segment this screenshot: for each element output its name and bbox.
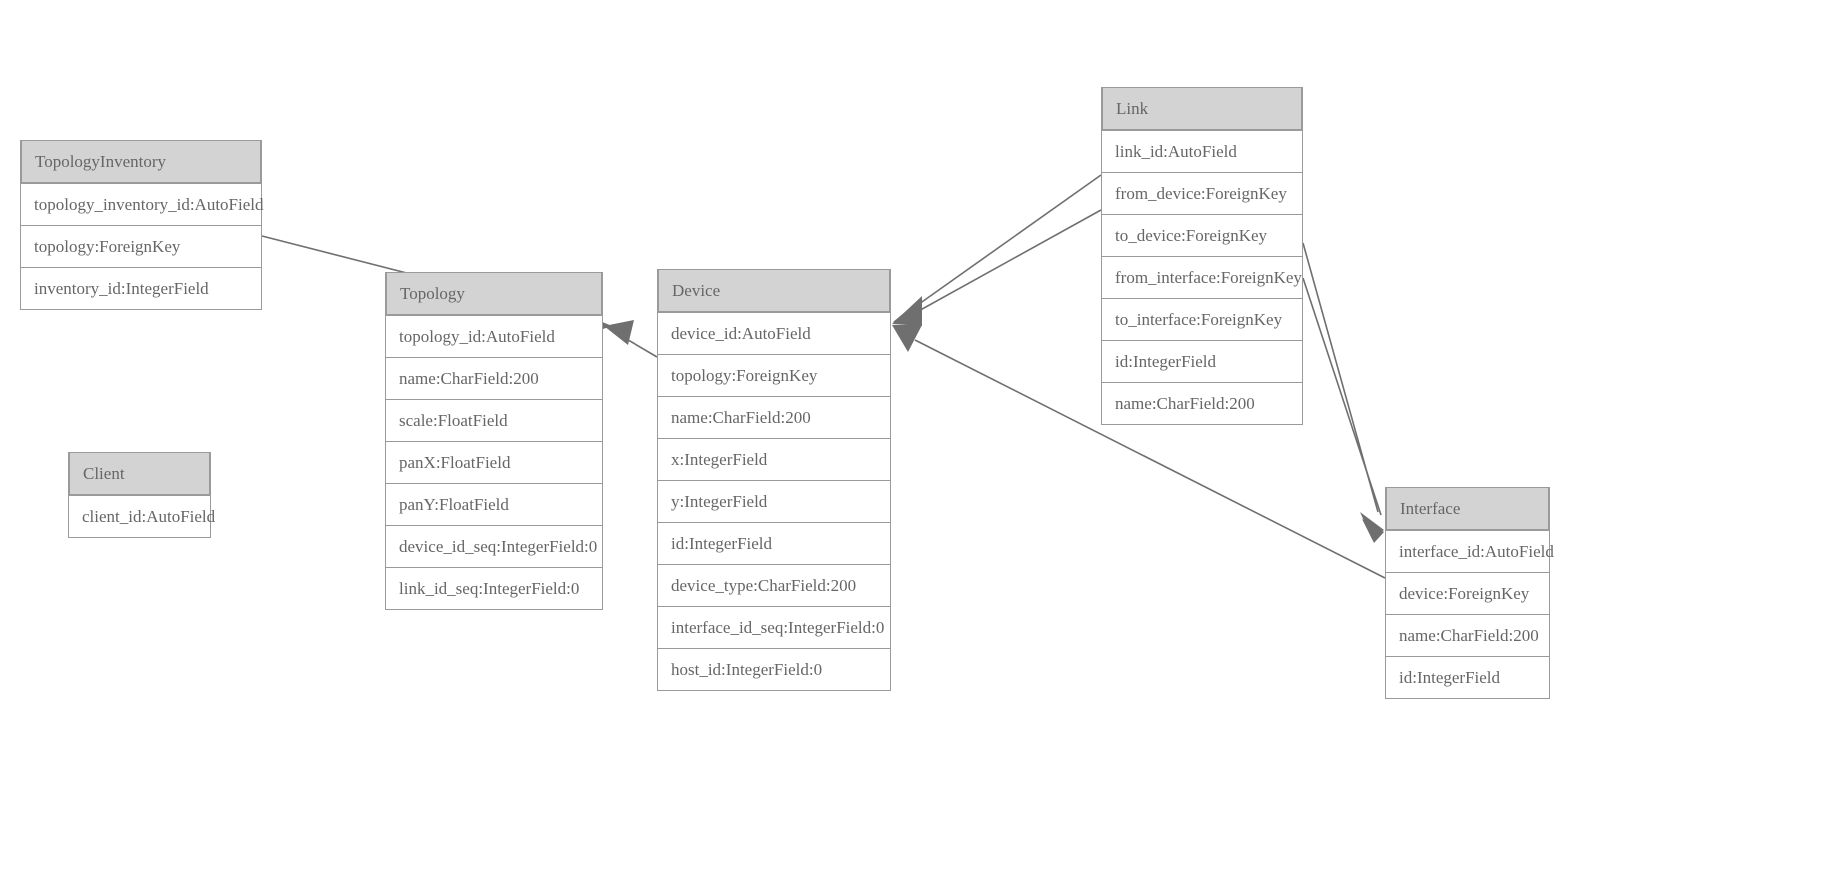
- entity-field: topology_id:AutoField: [386, 315, 602, 357]
- edge-link-to-device-to-device: [893, 209, 1102, 326]
- arrowhead-device-upper: [892, 296, 922, 326]
- entity-field: id:IntegerField: [658, 522, 890, 564]
- entity-field: to_device:ForeignKey: [1102, 214, 1302, 256]
- entity-title-topologyinventory: TopologyInventory: [21, 140, 261, 183]
- entity-field: device_type:CharField:200: [658, 564, 890, 606]
- entity-field: link_id_seq:IntegerField:0: [386, 567, 602, 609]
- entity-field: panY:FloatField: [386, 483, 602, 525]
- entity-field: interface_id_seq:IntegerField:0: [658, 606, 890, 648]
- entity-field: device:ForeignKey: [1386, 572, 1549, 614]
- entity-field: x:IntegerField: [658, 438, 890, 480]
- entity-title-device: Device: [658, 269, 890, 312]
- entity-field: to_interface:ForeignKey: [1102, 298, 1302, 340]
- edge-link-from-device-to-device: [893, 174, 1102, 322]
- entity-field: link_id:AutoField: [1102, 130, 1302, 172]
- entity-link[interactable]: Link link_id:AutoField from_device:Forei…: [1101, 87, 1303, 425]
- entity-field: topology_inventory_id:AutoField: [21, 183, 264, 225]
- entity-field: interface_id:AutoField: [1386, 530, 1554, 572]
- entity-field: name:CharField:200: [386, 357, 602, 399]
- entity-field: topology:ForeignKey: [658, 354, 890, 396]
- entity-device[interactable]: Device device_id:AutoField topology:Fore…: [657, 269, 891, 691]
- entity-field: inventory_id:IntegerField: [21, 267, 261, 309]
- entity-topology[interactable]: Topology topology_id:AutoField name:Char…: [385, 272, 603, 610]
- entity-interface[interactable]: Interface interface_id:AutoField device:…: [1385, 487, 1554, 699]
- entity-field: scale:FloatField: [386, 399, 602, 441]
- entity-field: name:CharField:200: [658, 396, 890, 438]
- entity-field: id:IntegerField: [1102, 340, 1302, 382]
- entity-field: name:CharField:200: [1102, 382, 1302, 424]
- arrowhead-device-lower: [892, 325, 922, 352]
- entity-field: id:IntegerField: [1386, 656, 1549, 698]
- entity-topologyinventory[interactable]: TopologyInventory topology_inventory_id:…: [20, 140, 264, 310]
- entity-field: client_id:AutoField: [69, 495, 215, 537]
- entity-title-client: Client: [69, 452, 210, 495]
- entity-field: name:CharField:200: [1386, 614, 1549, 656]
- entity-title-interface: Interface: [1386, 487, 1549, 530]
- entity-title-link: Link: [1102, 87, 1302, 130]
- entity-client[interactable]: Client client_id:AutoField: [68, 452, 215, 538]
- entity-title-topology: Topology: [386, 272, 602, 315]
- entity-field: from_device:ForeignKey: [1102, 172, 1302, 214]
- entity-field: from_interface:ForeignKey: [1102, 256, 1302, 298]
- arrowhead-interface: [1360, 512, 1384, 543]
- entity-field: device_id_seq:IntegerField:0: [386, 525, 602, 567]
- entity-field: device_id:AutoField: [658, 312, 890, 354]
- entity-field: y:IntegerField: [658, 480, 890, 522]
- edge-device-to-topology: [604, 320, 658, 358]
- entity-field: host_id:IntegerField:0: [658, 648, 890, 690]
- edge-link-to-interface-to-interface: [1302, 277, 1382, 516]
- entity-field: topology:ForeignKey: [21, 225, 261, 267]
- edge-link-from-interface-to-interface: [1302, 242, 1379, 513]
- entity-field: panX:FloatField: [386, 441, 602, 483]
